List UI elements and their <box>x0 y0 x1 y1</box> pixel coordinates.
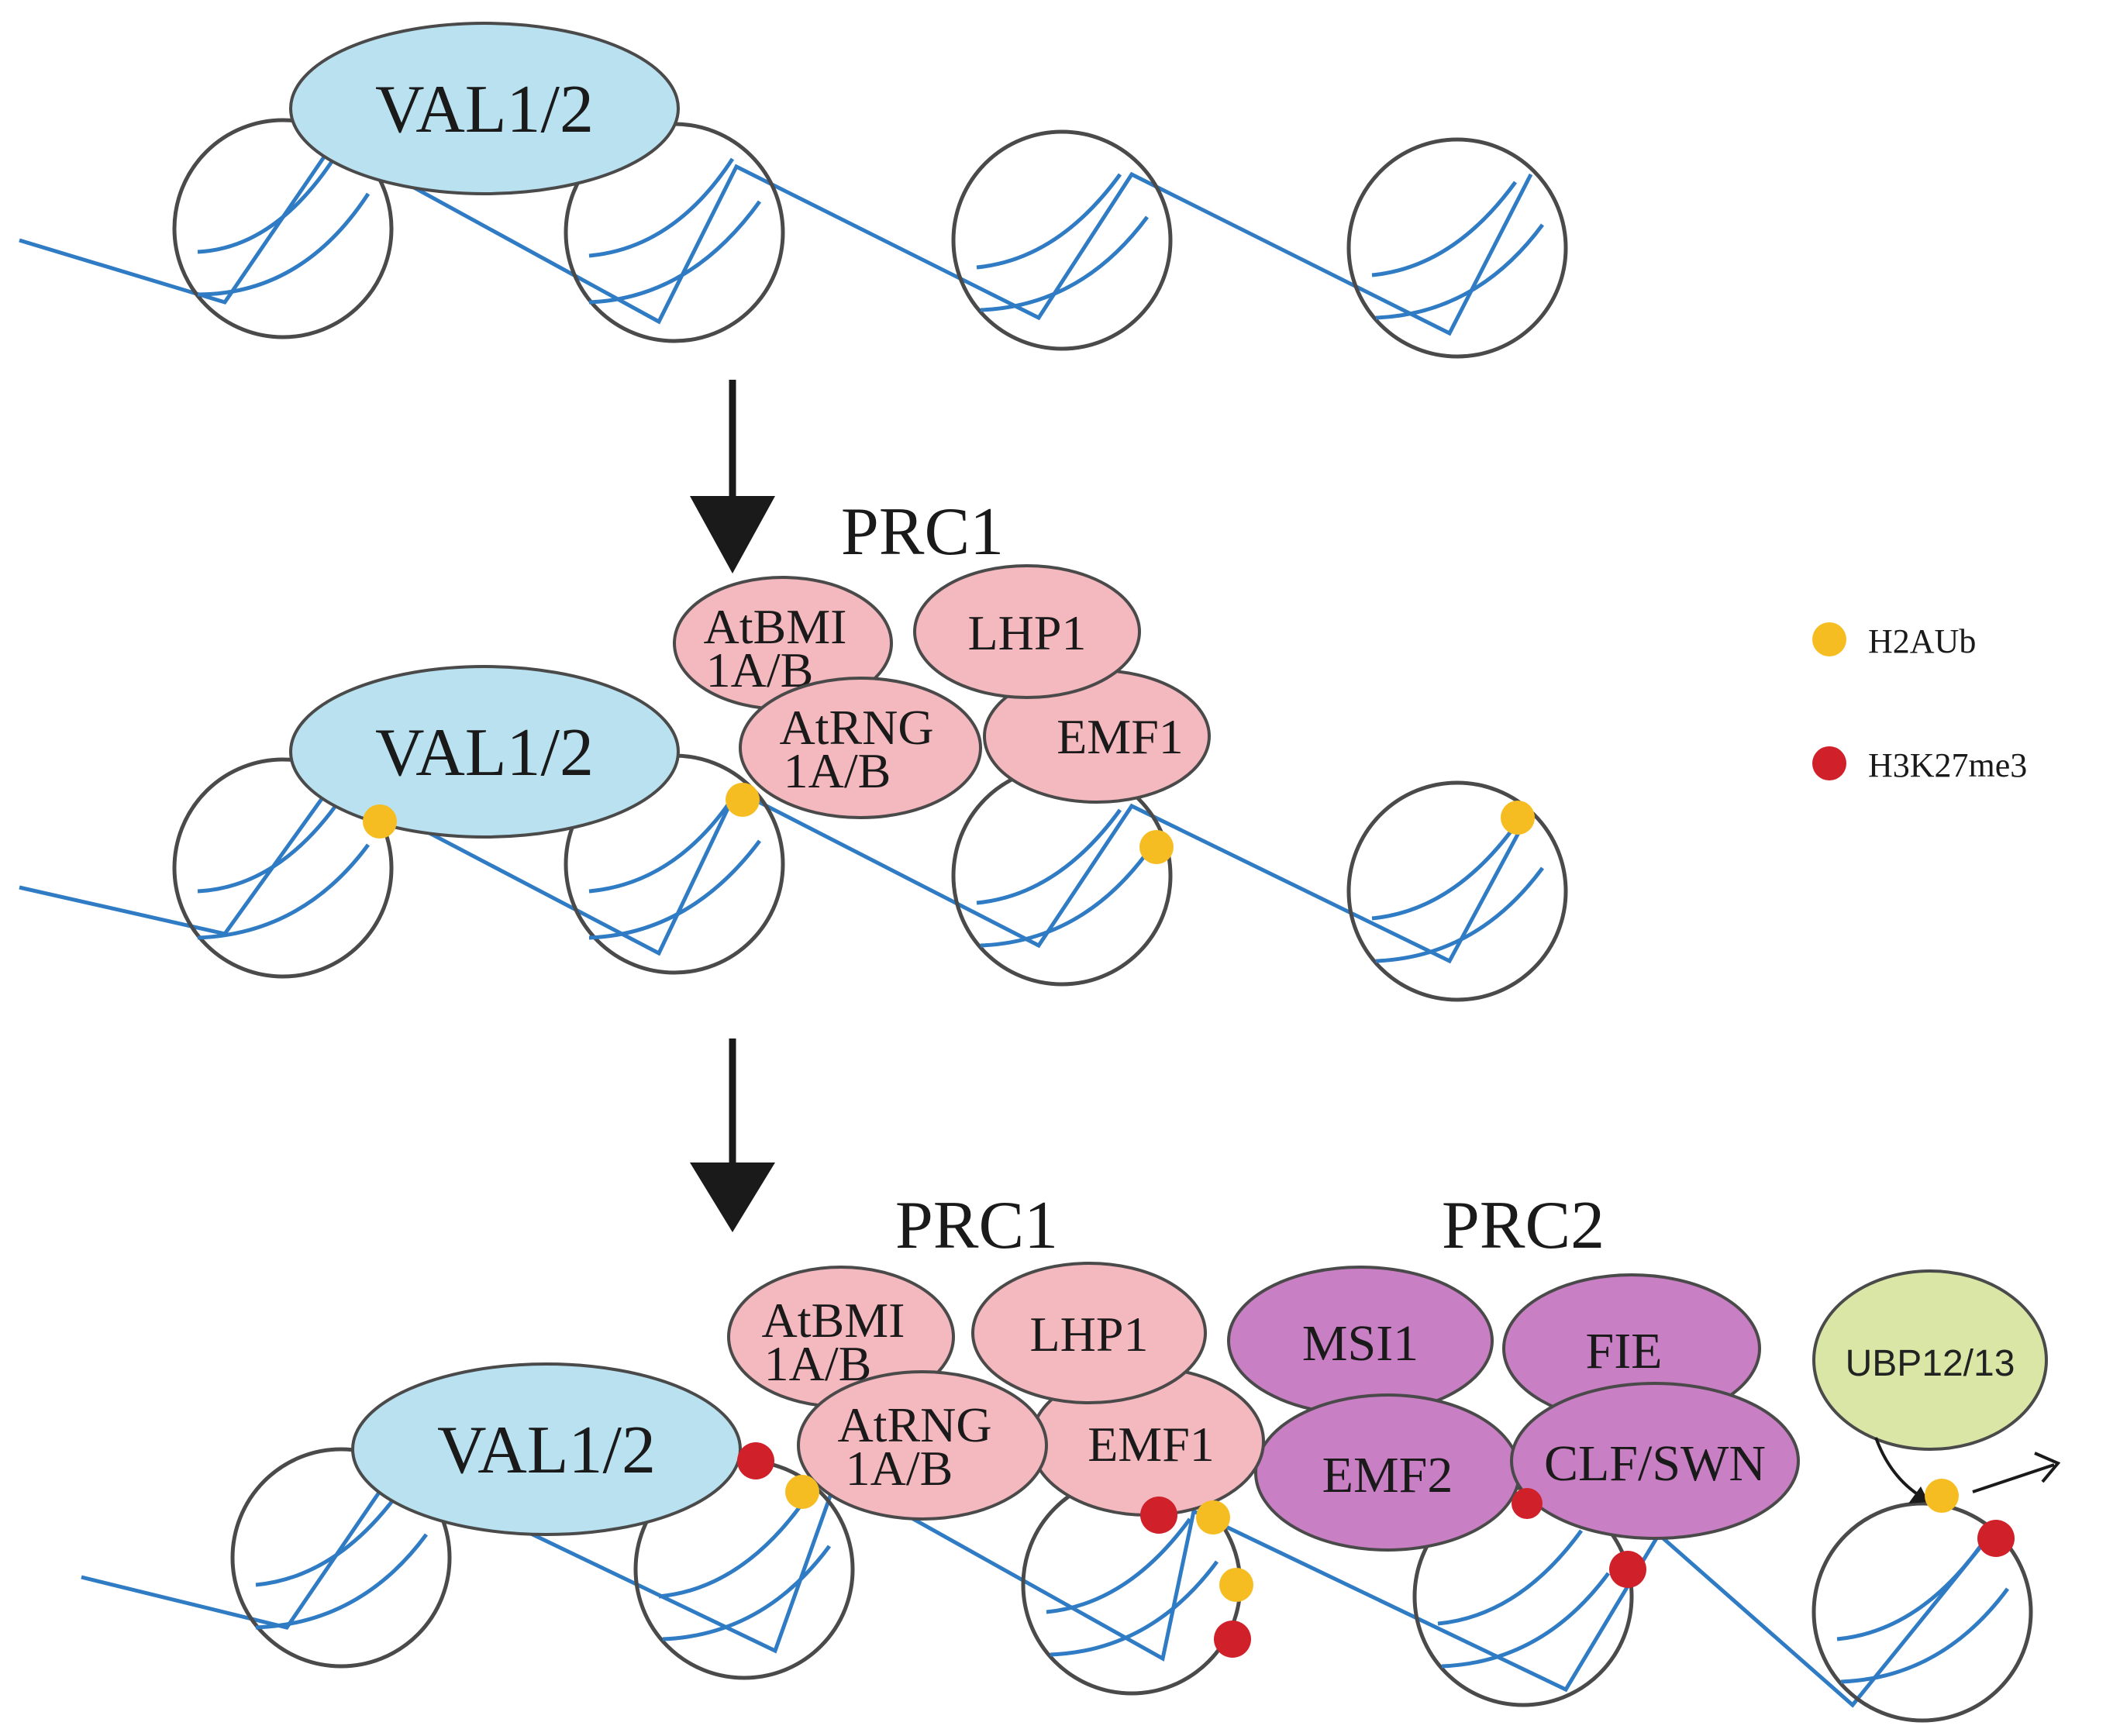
svg-text:EMF1: EMF1 <box>1057 709 1184 764</box>
dna-strand <box>19 140 1533 336</box>
h3k27me3-mark <box>1214 1621 1251 1658</box>
svg-text:AtBMI: AtBMI <box>704 599 847 654</box>
emf1-subunit: EMF1 <box>1029 1366 1265 1517</box>
arrow-head <box>1908 1486 1929 1504</box>
h2aub-mark <box>785 1475 819 1509</box>
emf2-subunit: EMF2 <box>1254 1393 1521 1552</box>
lhp1-subunit: LHP1 <box>913 564 1141 699</box>
msi1-subunit: MSI1 <box>1227 1266 1494 1416</box>
legend: H2AUb H3K27me3 <box>1812 622 2027 784</box>
val-complex: VAL1/2 <box>289 22 680 195</box>
svg-text:1A/B: 1A/B <box>784 743 891 798</box>
svg-text:H3K27me3: H3K27me3 <box>1868 746 2027 784</box>
prc1-title: PRC1 <box>841 494 1004 570</box>
nucleosome <box>1811 1501 2033 1723</box>
atrng-subunit: AtRNG 1A/B <box>739 677 982 819</box>
h2aub-mark <box>1196 1500 1230 1534</box>
svg-text:AtBMI: AtBMI <box>762 1293 905 1348</box>
release-arrow <box>1972 1463 2055 1493</box>
nucleosome <box>1346 780 1568 1002</box>
svg-text:FIE: FIE <box>1586 1323 1663 1380</box>
h3k27me3-mark <box>1977 1520 2015 1557</box>
svg-text:AtRNG: AtRNG <box>779 700 933 755</box>
svg-text:CLF/SWN: CLF/SWN <box>1544 1435 1766 1492</box>
svg-text:H2AUb: H2AUb <box>1868 622 1976 660</box>
nucleosome <box>172 118 394 339</box>
ubp-complex: UBP12/13 <box>1812 1269 2048 1451</box>
val-label: VAL1/2 <box>375 72 594 147</box>
svg-text:1A/B: 1A/B <box>764 1336 872 1391</box>
h2aub-mark <box>1501 801 1535 835</box>
svg-text:LHP1: LHP1 <box>968 605 1087 660</box>
nucleosome <box>172 757 394 979</box>
h2aub-mark <box>1925 1479 1959 1513</box>
svg-text:EMF2: EMF2 <box>1322 1447 1453 1504</box>
clf-swn-subunit: CLF/SWN <box>1510 1382 1800 1540</box>
lhp1-subunit: LHP1 <box>971 1262 1207 1404</box>
emf1-subunit: EMF1 <box>983 669 1211 804</box>
svg-text:LHP1: LHP1 <box>1030 1307 1149 1362</box>
h3k27me3-mark <box>1609 1551 1646 1588</box>
svg-text:UBP12/13: UBP12/13 <box>1846 1343 2015 1384</box>
prc1-title: PRC1 <box>895 1188 1058 1263</box>
atrng-subunit: AtRNG 1A/B <box>797 1370 1048 1521</box>
nucleosome <box>951 129 1173 351</box>
val-complex: VAL1/2 <box>351 1362 742 1536</box>
prc2-title: PRC2 <box>1442 1188 1605 1263</box>
svg-text:AtRNG: AtRNG <box>837 1397 991 1452</box>
down-arrow <box>690 380 775 574</box>
h3k27me3-mark <box>737 1442 774 1479</box>
atbmi-subunit: AtBMI 1A/B <box>673 576 893 711</box>
legend-item-h3k27me3: H3K27me3 <box>1812 746 2027 784</box>
h2aub-mark <box>1139 830 1174 864</box>
panel-3: PRC1 PRC2 MSI1 EMF2 FIE CLF/SWN AtBMI 1A… <box>81 1188 2061 1723</box>
nucleosome <box>1346 137 1568 359</box>
h3k27me3-mark <box>1512 1488 1543 1519</box>
h2aub-mark <box>726 783 760 817</box>
svg-text:EMF1: EMF1 <box>1088 1417 1215 1472</box>
legend-item-h2aub: H2AUb <box>1812 622 1976 660</box>
dna-strand <box>19 780 1533 964</box>
val-label: VAL1/2 <box>437 1413 656 1488</box>
h2aub-mark <box>1219 1568 1253 1602</box>
nucleosome <box>230 1447 452 1669</box>
svg-text:1A/B: 1A/B <box>846 1441 953 1496</box>
svg-text:MSI1: MSI1 <box>1302 1315 1419 1372</box>
val-complex: VAL1/2 <box>289 665 680 839</box>
down-arrow <box>690 1038 775 1232</box>
panel-2: PRC1 AtBMI 1A/B EMF1 LHP1 AtRNG 1A/B VAL… <box>19 494 1568 1002</box>
h2aub-mark <box>363 804 397 839</box>
h3k27me3-mark <box>1140 1497 1177 1534</box>
arrow-head <box>2034 1452 2061 1483</box>
panel-1: VAL1/2 <box>19 22 1568 359</box>
val-label: VAL1/2 <box>375 715 594 790</box>
dna-strand <box>81 1466 1986 1708</box>
